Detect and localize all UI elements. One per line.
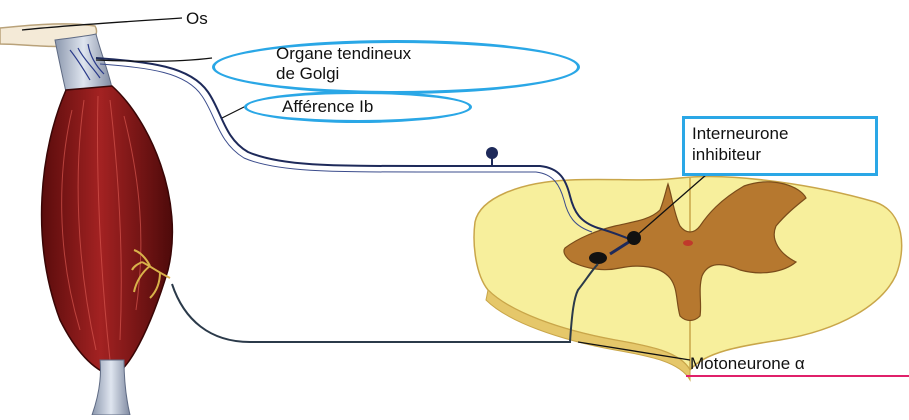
golgi-label-line1: Organe tendineux — [276, 44, 411, 64]
upper-tendon — [55, 34, 112, 92]
central-canal — [683, 240, 693, 246]
dorsal-root-ganglion — [486, 147, 498, 159]
motoneuron-soma — [589, 252, 607, 264]
interneurone-label-line2: inhibiteur — [692, 145, 761, 165]
os-label: Os — [186, 9, 208, 29]
afference-leader-line — [222, 106, 246, 118]
afference-label: Afférence Ib — [282, 97, 373, 117]
golgi-label-line2: de Golgi — [276, 64, 339, 84]
motoneurone-label: Motoneurone α — [690, 354, 909, 374]
interneurone-label-line1: Interneurone — [692, 124, 788, 144]
